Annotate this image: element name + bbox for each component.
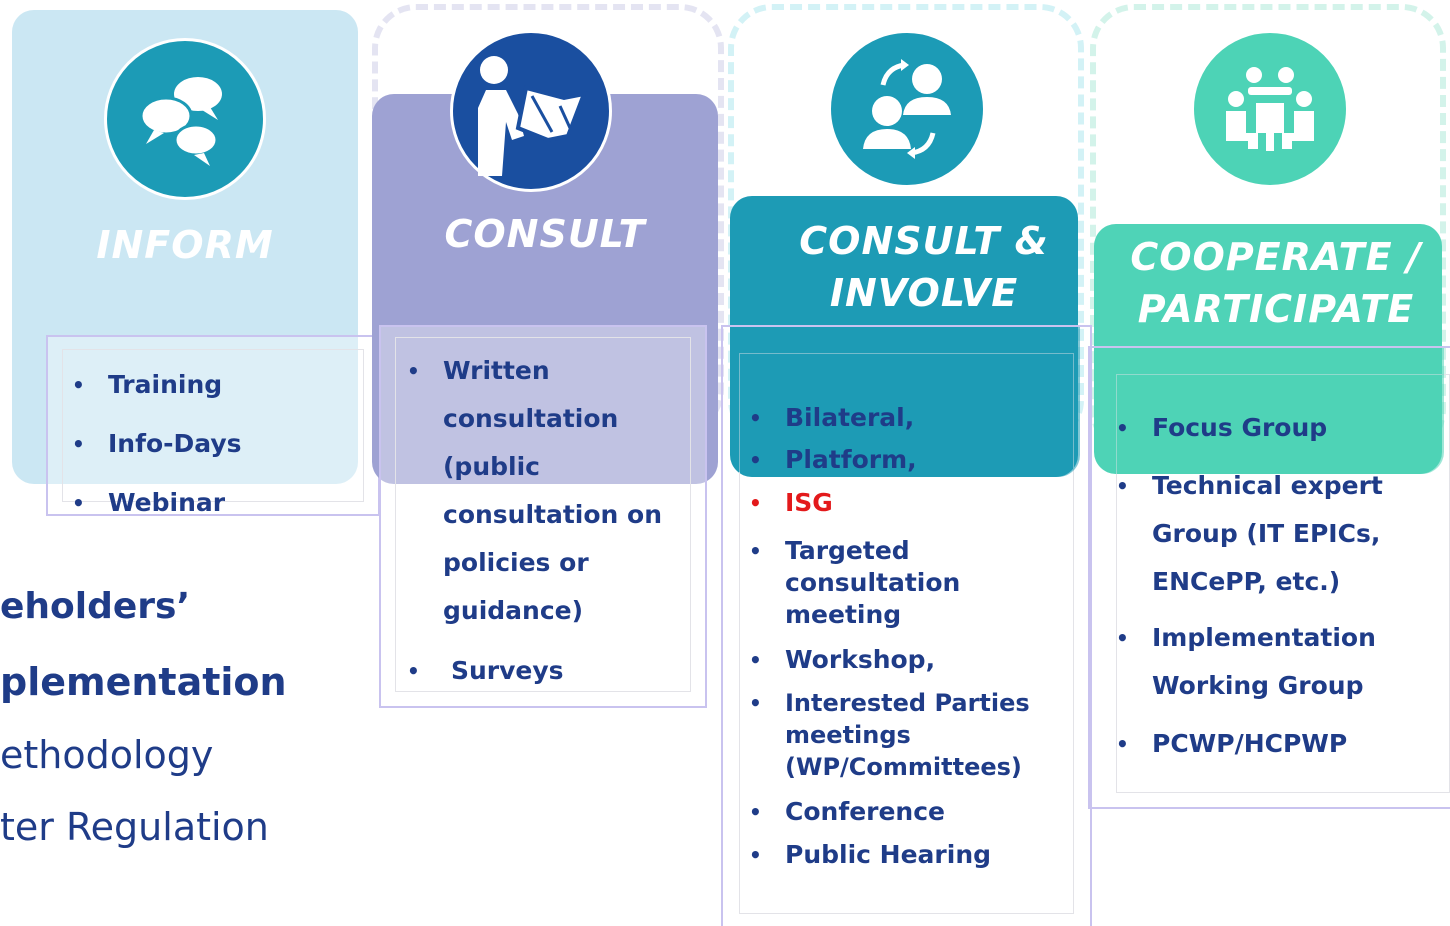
meeting-table-icon [1226,67,1314,151]
list-item: Info-Days [68,414,368,474]
list-item: Surveys [403,647,703,695]
people-exchange-icon [863,59,951,159]
list-item: PCWP/HCPWP [1112,720,1442,768]
consult-involve-list: Bilateral, Platform, ISG Targeted consul… [745,397,1085,877]
cooperate-title-line2: PARTICIPATE [1137,287,1415,331]
cooperate-title-line1: COOPERATE / [1130,235,1422,279]
list-item: Technical expert Group (IT EPICs, ENCePP… [1112,462,1422,606]
list-item: Platform, [745,439,1085,481]
consult-involve-title-line2: INVOLVE [829,271,1019,315]
list-item-isg: ISG [745,481,1085,525]
consult-list: Written consultation (public consultatio… [403,347,703,695]
list-item: Bilateral, [745,397,1085,439]
consult-involve-icon-circle [828,30,986,188]
list-item: Workshop, [745,639,1085,681]
list-item: Targeted consultation meeting [745,535,1015,631]
side-text-regulation: ter Regulation [0,805,269,849]
cooperate-icon-circle [1191,30,1349,188]
list-item: Training [68,355,368,415]
consult-icon-circle [450,30,612,192]
list-item: Conference [745,791,1085,833]
consult-involve-title-line1: CONSULT & [799,219,1049,263]
speech-bubbles-icon [139,77,222,166]
side-text-stakeholders: eholders’ [0,586,191,627]
inform-list: Training Info-Days Webinar [68,355,368,533]
list-item: Interested Parties meetings (WP/Committe… [745,687,1085,783]
list-item: Webinar [68,473,368,533]
side-text-methodology: ethodology [0,733,214,777]
inform-icon-circle [104,38,266,200]
inform-title: INFORM [96,223,274,267]
person-reading-icon [478,56,588,176]
side-text-implementation: plementation [0,660,287,704]
list-item: Focus Group [1112,406,1442,450]
inform-list-panel: Training Info-Days Webinar [46,335,380,533]
consult-title: CONSULT [444,212,646,256]
cooperate-list-panel: Focus Group Technical expert Group (IT E… [1088,346,1450,809]
consult-involve-list-panel: Bilateral, Platform, ISG Targeted consul… [721,325,1092,926]
consult-list-panel: Written consultation (public consultatio… [379,325,707,708]
cooperate-list: Focus Group Technical expert Group (IT E… [1112,406,1442,768]
list-item: Written consultation (public consultatio… [403,347,703,635]
list-item: Implementation Working Group [1112,614,1412,710]
list-item: Public Hearing [745,833,1085,877]
